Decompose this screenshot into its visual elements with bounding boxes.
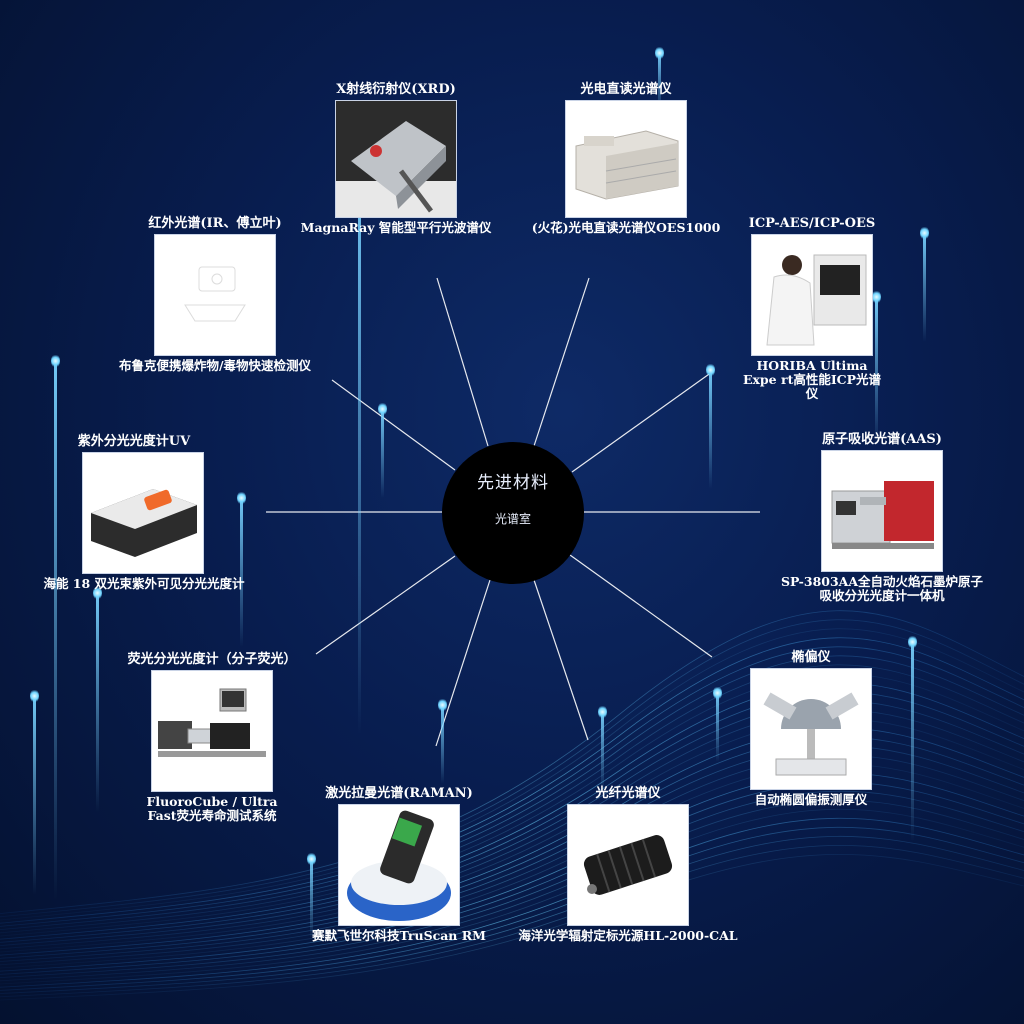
wave-line — [0, 610, 1024, 914]
node-xrd: X射线衍射仪(XRD) MagnaRay 智能型平行光波谱仪 — [288, 82, 504, 235]
node-title: 激光拉曼光谱(RAMAN) — [325, 786, 473, 801]
node-uv: 紫外分光光度计UV 海能 18 双光束紫外可见分光光度计 — [24, 434, 264, 591]
node-raman: 激光拉曼光谱(RAMAN) 赛默飞世尔科技TruScan RM — [296, 786, 502, 943]
ir-detector-icon — [154, 234, 276, 356]
handheld-raman-icon — [338, 804, 460, 926]
hub-title: 先进材料 — [477, 473, 549, 493]
node-title: 椭偏仪 — [791, 650, 831, 665]
node-icp: ICP-AES/ICP-OES HORIBA Ultima Expe rt高性能… — [732, 216, 892, 401]
light-streak — [307, 852, 316, 938]
light-streak — [93, 586, 102, 812]
aas-instrument-icon — [821, 450, 943, 572]
light-streak — [655, 46, 664, 112]
light-streak — [908, 635, 917, 841]
light-streak — [920, 226, 929, 342]
wave-line — [0, 619, 1024, 918]
node-title: 原子吸收光谱(AAS) — [822, 432, 942, 447]
node-caption: 海能 18 双光束紫外可见分光光度计 — [43, 576, 245, 591]
xrd-instrument-icon — [335, 100, 457, 218]
wave-line — [0, 637, 1024, 924]
spoke-raman — [435, 579, 491, 747]
node-ellipsometer: 椭偏仪 自动椭圆偏振测厚仪 — [740, 650, 882, 807]
node-title: 光纤光谱仪 — [595, 786, 661, 801]
node-title: ICP-AES/ICP-OES — [748, 216, 876, 231]
light-streak — [51, 354, 60, 900]
icp-spectrometer-icon — [751, 234, 873, 356]
ellipsometer-icon — [750, 668, 872, 790]
spoke-ellipso — [569, 554, 713, 658]
spoke-ir — [331, 379, 456, 471]
light-streak — [378, 402, 387, 498]
wave-line — [0, 628, 1024, 921]
center-hub: 先进材料 光谱室 — [442, 442, 584, 584]
spoke-fluor — [315, 555, 456, 655]
light-streak — [355, 169, 364, 735]
node-caption: HORIBA Ultima Expe rt高性能ICP光谱仪 — [742, 358, 882, 401]
node-caption: 赛默飞世尔科技TruScan RM — [312, 928, 486, 943]
node-fluorescence: 荧光分光光度计（分子荧光） FluoroCube / Ultra Fast荧光寿… — [108, 652, 316, 823]
light-streak — [237, 491, 246, 647]
uv-spectrophotometer-icon — [82, 452, 204, 574]
light-streak — [872, 290, 881, 446]
light-streak — [706, 363, 715, 489]
node-caption: 海洋光学辐射定标光源HL-2000-CAL — [518, 928, 738, 943]
node-title: 荧光分光光度计（分子荧光） — [127, 652, 297, 667]
wave-line — [0, 673, 1024, 937]
node-ir: 红外光谱(IR、傅立叶) 布鲁克便携爆炸物/毒物快速检测仪 — [92, 216, 338, 373]
hub-subtitle: 光谱室 — [494, 512, 531, 526]
wave-line — [0, 700, 1024, 946]
spoke-oes — [533, 277, 590, 447]
node-title: 光电直读光谱仪 — [580, 82, 672, 97]
node-fiber: 光纤光谱仪 海洋光学辐射定标光源HL-2000-CAL — [512, 786, 744, 943]
node-caption: (火花)光电直读光谱仪OES1000 — [531, 220, 721, 235]
node-oes: 光电直读光谱仪 (火花)光电直读光谱仪OES1000 — [516, 82, 736, 235]
node-caption: 布鲁克便携爆炸物/毒物快速检测仪 — [118, 358, 312, 373]
wave-line — [0, 664, 1024, 934]
fluorescence-system-icon — [151, 670, 273, 792]
node-title: X射线衍射仪(XRD) — [336, 82, 456, 97]
wave-line — [0, 691, 1024, 943]
node-caption: 自动椭圆偏振测厚仪 — [754, 792, 868, 807]
spark-oes-instrument-icon — [565, 100, 687, 218]
node-caption: MagnaRay 智能型平行光波谱仪 — [300, 220, 492, 235]
light-streak — [30, 689, 39, 895]
node-title: 紫外分光光度计UV — [77, 434, 191, 449]
node-aas: 原子吸收光谱(AAS) SP-3803AA全自动火焰石墨炉原子吸收分光光度计一体… — [781, 432, 983, 603]
light-streak — [598, 705, 607, 791]
node-caption: SP-3803AA全自动火焰石墨炉原子吸收分光光度计一体机 — [780, 574, 984, 603]
spoke-icp — [571, 371, 713, 473]
light-streak — [713, 686, 722, 762]
light-source-icon — [567, 804, 689, 926]
light-streak — [438, 698, 447, 784]
wave-line — [0, 655, 1024, 930]
spoke-fiber — [533, 579, 589, 741]
wave-line — [0, 646, 1024, 927]
wave-line — [0, 682, 1024, 940]
node-caption: FluoroCube / Ultra Fast荧光寿命测试系统 — [146, 794, 278, 823]
spoke-xrd — [436, 277, 489, 447]
node-title: 红外光谱(IR、傅立叶) — [148, 216, 282, 231]
